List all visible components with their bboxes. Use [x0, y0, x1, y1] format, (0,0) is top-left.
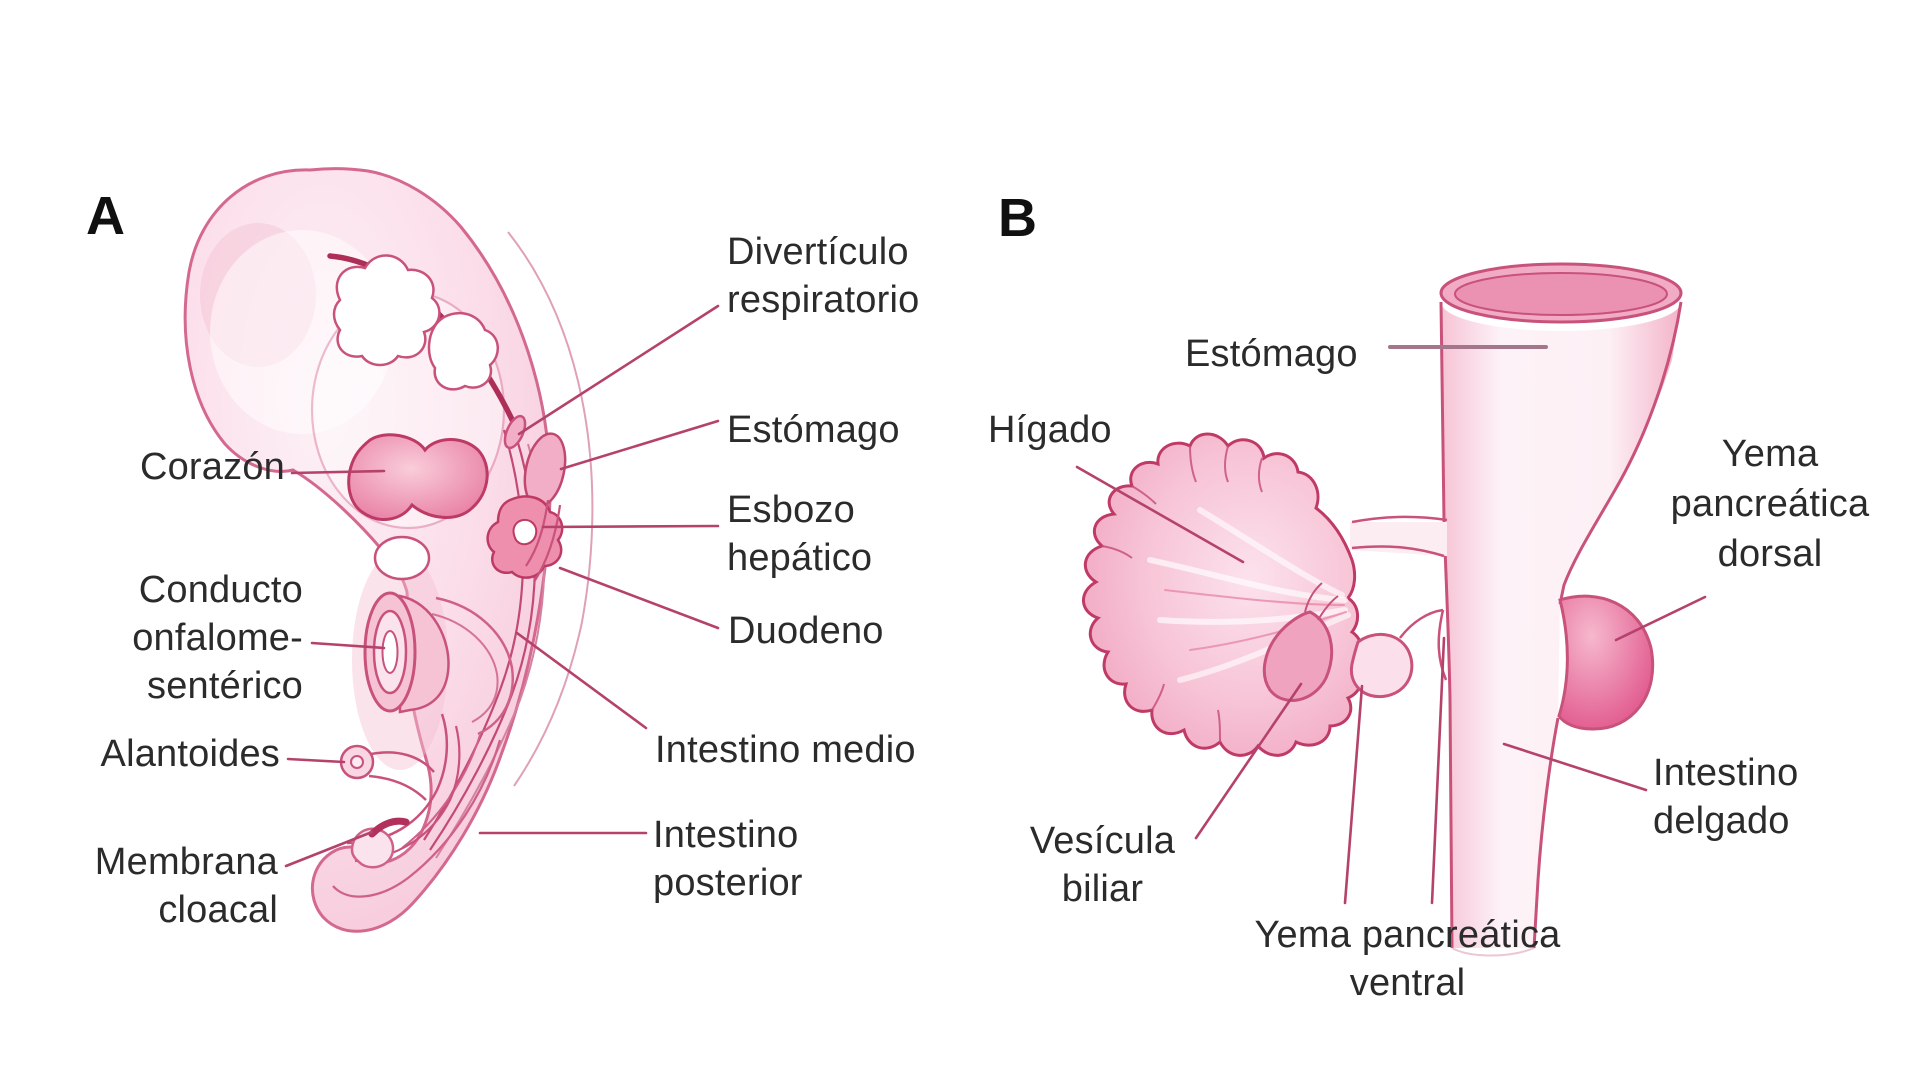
leader-membrana — [284, 830, 374, 868]
duodenum-line-1 — [533, 504, 562, 583]
embryo-sagittal-panel-a — [183, 167, 594, 933]
label-duodeno: Duodeno — [728, 610, 884, 652]
leader-diverticulo — [517, 304, 720, 436]
leader-yema-dorsal — [1614, 595, 1707, 642]
label-alantoides: Alantoides — [100, 733, 280, 775]
label-diverticulo-respiratorio: Divertículo respiratorio — [727, 231, 920, 321]
duodenal-notch — [1437, 609, 1448, 681]
leader-intestino-delgado — [1502, 742, 1648, 792]
leader-vesicula — [1194, 682, 1303, 840]
allantois-ring-inner — [350, 755, 364, 769]
digestive-organs-panel-b — [1082, 262, 1683, 957]
liver-lobe-notches — [1101, 445, 1263, 743]
label-estomago-b: Estómago — [1185, 333, 1358, 375]
leader-estomago-a — [559, 419, 720, 471]
bile-duct-line-top — [1351, 515, 1448, 524]
duodenum-line-2 — [525, 499, 550, 567]
panel-letter-b: B — [998, 188, 1037, 248]
heart-shape — [347, 433, 489, 521]
pericardial-white-shape — [373, 535, 431, 581]
ventral-pancreatic-bud-shape — [1349, 632, 1414, 699]
allantois-tube-top — [370, 751, 435, 773]
tube-edge-right-upper — [1558, 301, 1683, 605]
leader-higado — [1075, 465, 1245, 564]
leader-duodeno — [558, 566, 720, 630]
leader-lines — [284, 304, 1707, 905]
amnion-outline — [507, 231, 594, 787]
tube-bottom-fade — [1451, 947, 1535, 957]
tail-curl-arc-inner — [401, 734, 481, 849]
allantois-tube-bottom — [368, 774, 427, 801]
stomach-tube-fill — [1441, 302, 1681, 948]
leader-alantoides — [286, 757, 346, 764]
gallbladder-shape — [1262, 610, 1334, 702]
label-membrana-cloacal: Membrana cloacal — [94, 841, 278, 931]
tail-tip-curl — [350, 827, 395, 869]
leader-conducto — [310, 641, 386, 650]
tail-curl-arc-outer — [332, 739, 502, 898]
cloacal-membrane-shape — [368, 817, 410, 838]
label-yema-pancreatica-ventral: Yema pancreática ventral — [1254, 914, 1561, 1004]
label-conducto-onfalomesenterico: Conducto onfalome- sentérico — [132, 569, 303, 707]
liver-streaks — [1147, 507, 1351, 683]
label-corazon: Corazón — [139, 446, 285, 488]
liver-bud-lumen — [512, 518, 538, 546]
label-esbozo-hepatico: Esbozo hepático — [727, 489, 873, 579]
leader-esbozo — [541, 524, 720, 529]
stomach-rim-inner — [1454, 272, 1668, 316]
label-yema-pancreatica-dorsal: Yema pancreática dorsal — [1670, 433, 1870, 575]
leader-intestino-medio — [515, 631, 648, 730]
label-higado: Hígado — [988, 409, 1112, 451]
label-intestino-medio: Intestino medio — [655, 729, 916, 771]
panel-letter-a: A — [86, 186, 125, 246]
gallbladder-stalk-1 — [1304, 582, 1323, 613]
ventral-bud-stalk — [1399, 608, 1444, 639]
label-intestino-posterior: Intestino posterior — [653, 814, 803, 904]
bile-duct-fill — [1350, 522, 1447, 556]
midgut-loop-outer — [435, 596, 514, 736]
bile-duct-line-bottom — [1351, 545, 1445, 558]
omphalomesenteric-duct-ring-inner — [381, 630, 399, 674]
label-estomago-a: Estómago — [727, 409, 900, 451]
leader-corazon — [290, 469, 386, 475]
midgut-loop-inner — [431, 613, 499, 723]
pharyngeal-pouch-shape — [332, 254, 441, 367]
leader-yema-ventral-2 — [1430, 636, 1446, 905]
label-vesicula-biliar: Vesícula biliar — [1029, 820, 1176, 910]
gallbladder-stalk-2 — [1317, 595, 1339, 621]
tube-edge-right-lower — [1532, 717, 1560, 949]
leader-yema-ventral-1 — [1343, 684, 1364, 905]
dorsal-pancreatic-bud-shape — [1557, 594, 1655, 731]
label-intestino-delgado: Intestino delgado — [1653, 752, 1799, 842]
foregut-shape — [427, 311, 499, 391]
respiratory-diverticulum-shape — [503, 414, 527, 450]
